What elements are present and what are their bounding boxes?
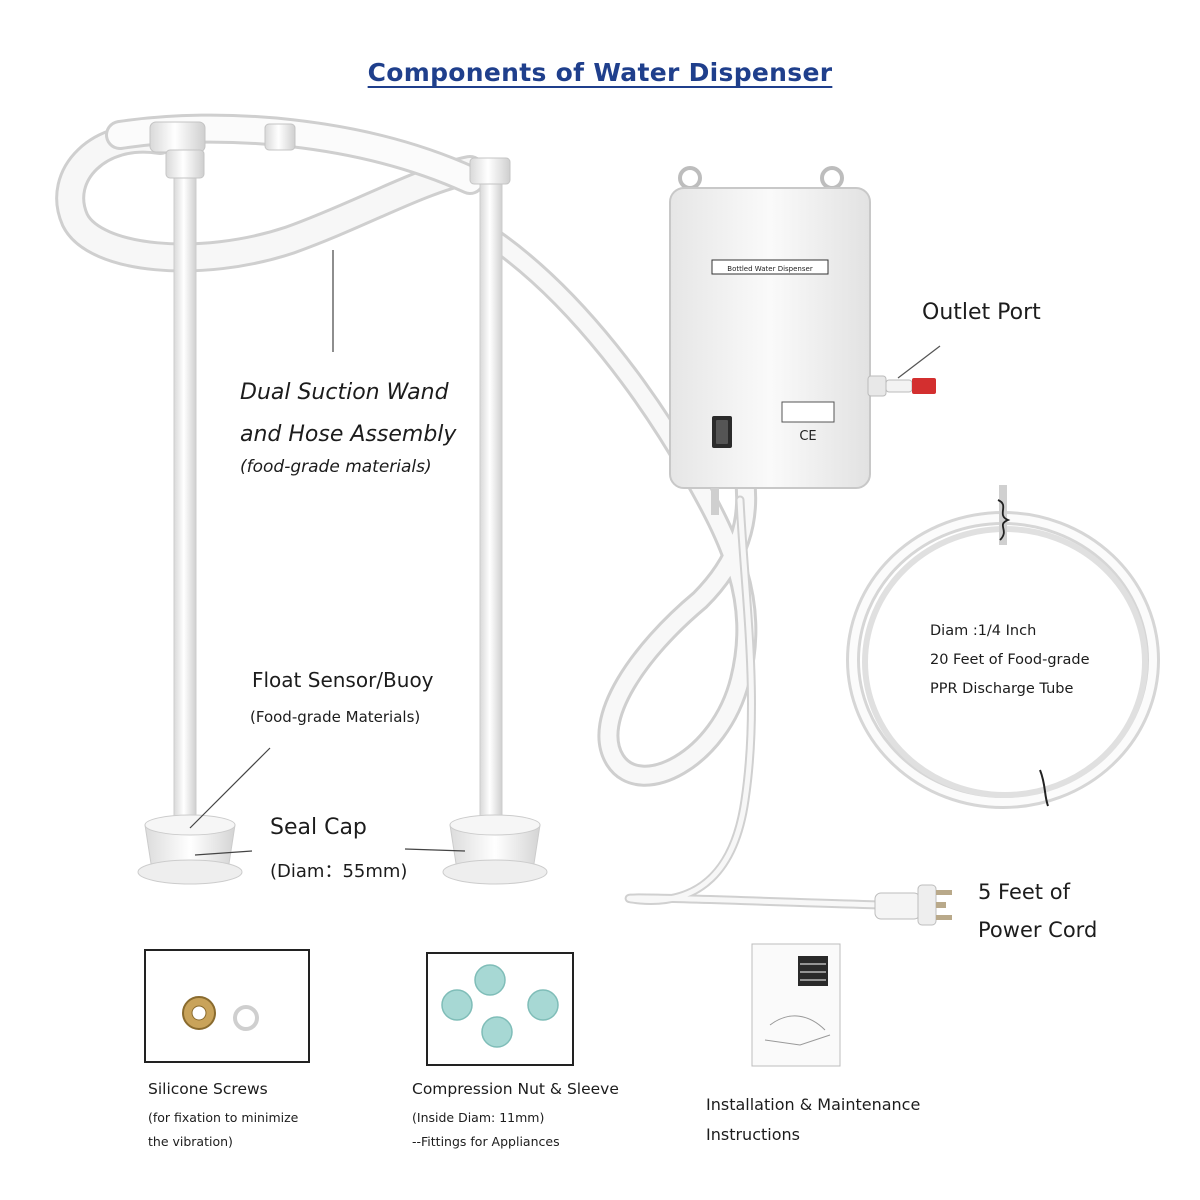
wand-label-line1: Dual Suction Wand xyxy=(240,380,449,405)
silicone-screws-note-line1: (for fixation to minimize xyxy=(148,1110,299,1125)
power-cord xyxy=(624,495,952,926)
power-cord-label-line2: Power Cord xyxy=(978,918,1098,942)
manual-label-line2: Instructions xyxy=(706,1125,800,1144)
silicone-screws-note-line2: the vibration) xyxy=(148,1134,233,1149)
ce-mark: CE xyxy=(799,429,816,444)
silicone-screws-note: (for fixation to minimize the vibration) xyxy=(148,1106,298,1154)
silicone-screws-frame xyxy=(144,949,310,1063)
float-sensor-label: Float Sensor/Buoy xyxy=(252,668,434,692)
seal-cap-right xyxy=(442,814,548,885)
outlet-port-label: Outlet Port xyxy=(922,300,1041,325)
manual-label: Installation & Maintenance Instructions xyxy=(706,1090,920,1150)
wand-label: Dual Suction Wand and Hose Assembly xyxy=(240,372,456,456)
wand-note: (food-grade materials) xyxy=(240,457,432,477)
power-cord-label-line1: 5 Feet of xyxy=(978,880,1070,904)
silicone-screws-title: Silicone Screws xyxy=(148,1080,268,1098)
manual-label-line1: Installation & Maintenance xyxy=(706,1095,921,1114)
suction-hose xyxy=(55,113,485,273)
tube-label-line2: 20 Feet of Food-grade xyxy=(930,652,1090,668)
page-title: Components of Water Dispenser xyxy=(367,58,833,87)
compression-nut-note: (Inside Diam: 11mm) --Fittings for Appli… xyxy=(412,1106,560,1154)
compression-nut-note-line1: (Inside Diam: 11mm) xyxy=(412,1110,545,1125)
suction-wand-left xyxy=(165,149,205,836)
tube-label: Diam :1/4 Inch 20 Feet of Food-grade PPR… xyxy=(930,617,1090,704)
wand-label-line2: and Hose Assembly xyxy=(240,422,457,447)
seal-cap-left xyxy=(137,814,243,885)
compression-nut-note-line2: --Fittings for Appliances xyxy=(412,1134,560,1149)
tube-label-line3: PPR Discharge Tube xyxy=(930,681,1074,697)
leader-lines xyxy=(189,250,466,856)
tube-label-line1: Diam :1/4 Inch xyxy=(930,623,1037,639)
compression-nut-frame xyxy=(426,952,574,1066)
float-sensor-note: (Food-grade Materials) xyxy=(250,708,421,726)
discharge-tube-coil xyxy=(846,485,1160,809)
seal-cap-note: (Diam：55mm) xyxy=(270,861,408,882)
seal-cap-label: Seal Cap xyxy=(270,815,367,840)
suction-wand-right xyxy=(469,157,511,831)
manual-booklet-icon xyxy=(751,943,841,1067)
pump-unit: Bottled Water Dispenser CE xyxy=(669,166,871,515)
compression-nut-title: Compression Nut & Sleeve xyxy=(412,1080,619,1098)
outlet-valve-icon xyxy=(867,345,941,397)
power-cord-label: 5 Feet of Power Cord xyxy=(978,873,1097,949)
discharge-hose-to-pump xyxy=(484,229,758,787)
pump-brand-label: Bottled Water Dispenser xyxy=(727,265,813,273)
